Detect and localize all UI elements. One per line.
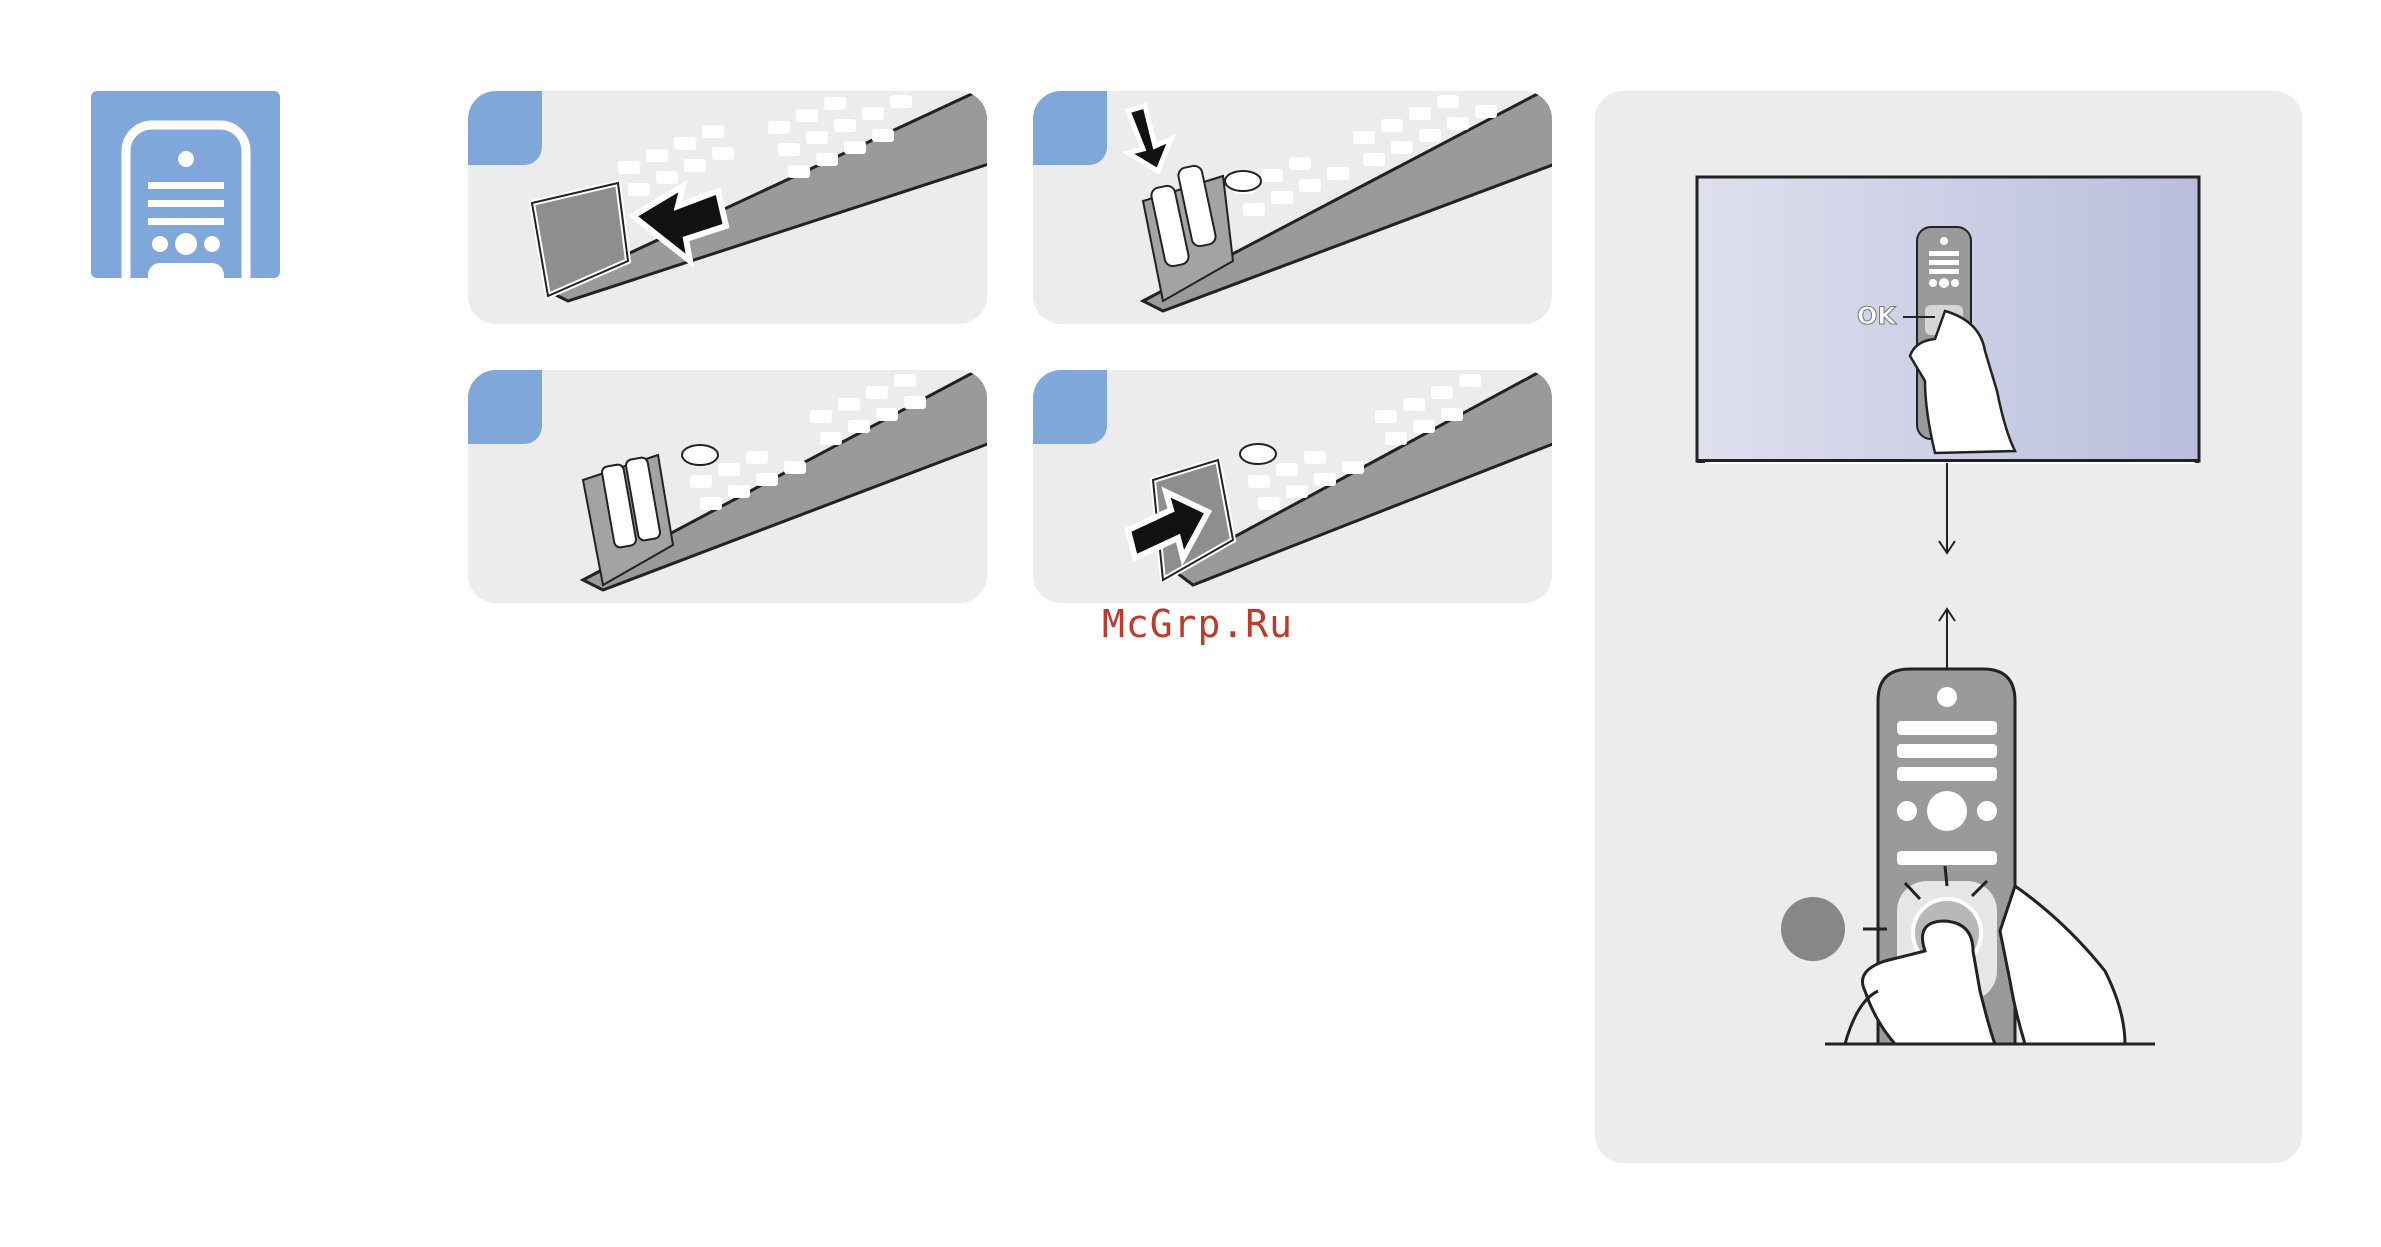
step-3-badge: [468, 370, 542, 444]
step-4-panel: [1033, 370, 1552, 603]
replace-cover-illustration: [1033, 370, 1552, 603]
watermark: McGrp.Ru: [1102, 602, 1293, 646]
step-indicator-dot: [1781, 897, 1845, 961]
batteries-inserted-illustration: [468, 370, 987, 603]
remote-control-icon: [91, 91, 280, 278]
step-3-panel: [468, 370, 987, 603]
step-2-badge: [1033, 91, 1107, 165]
insert-batteries-illustration: [1033, 91, 1552, 324]
ok-label: OK: [1857, 302, 1897, 330]
step-1-panel: [468, 91, 987, 324]
step-1-badge: [468, 91, 542, 165]
remove-cover-illustration: [468, 91, 987, 324]
step-4-badge: [1033, 370, 1107, 444]
pairing-illustration: OK: [1595, 91, 2302, 1163]
pairing-panel: OK: [1595, 91, 2302, 1163]
step-2-panel: [1033, 91, 1552, 324]
